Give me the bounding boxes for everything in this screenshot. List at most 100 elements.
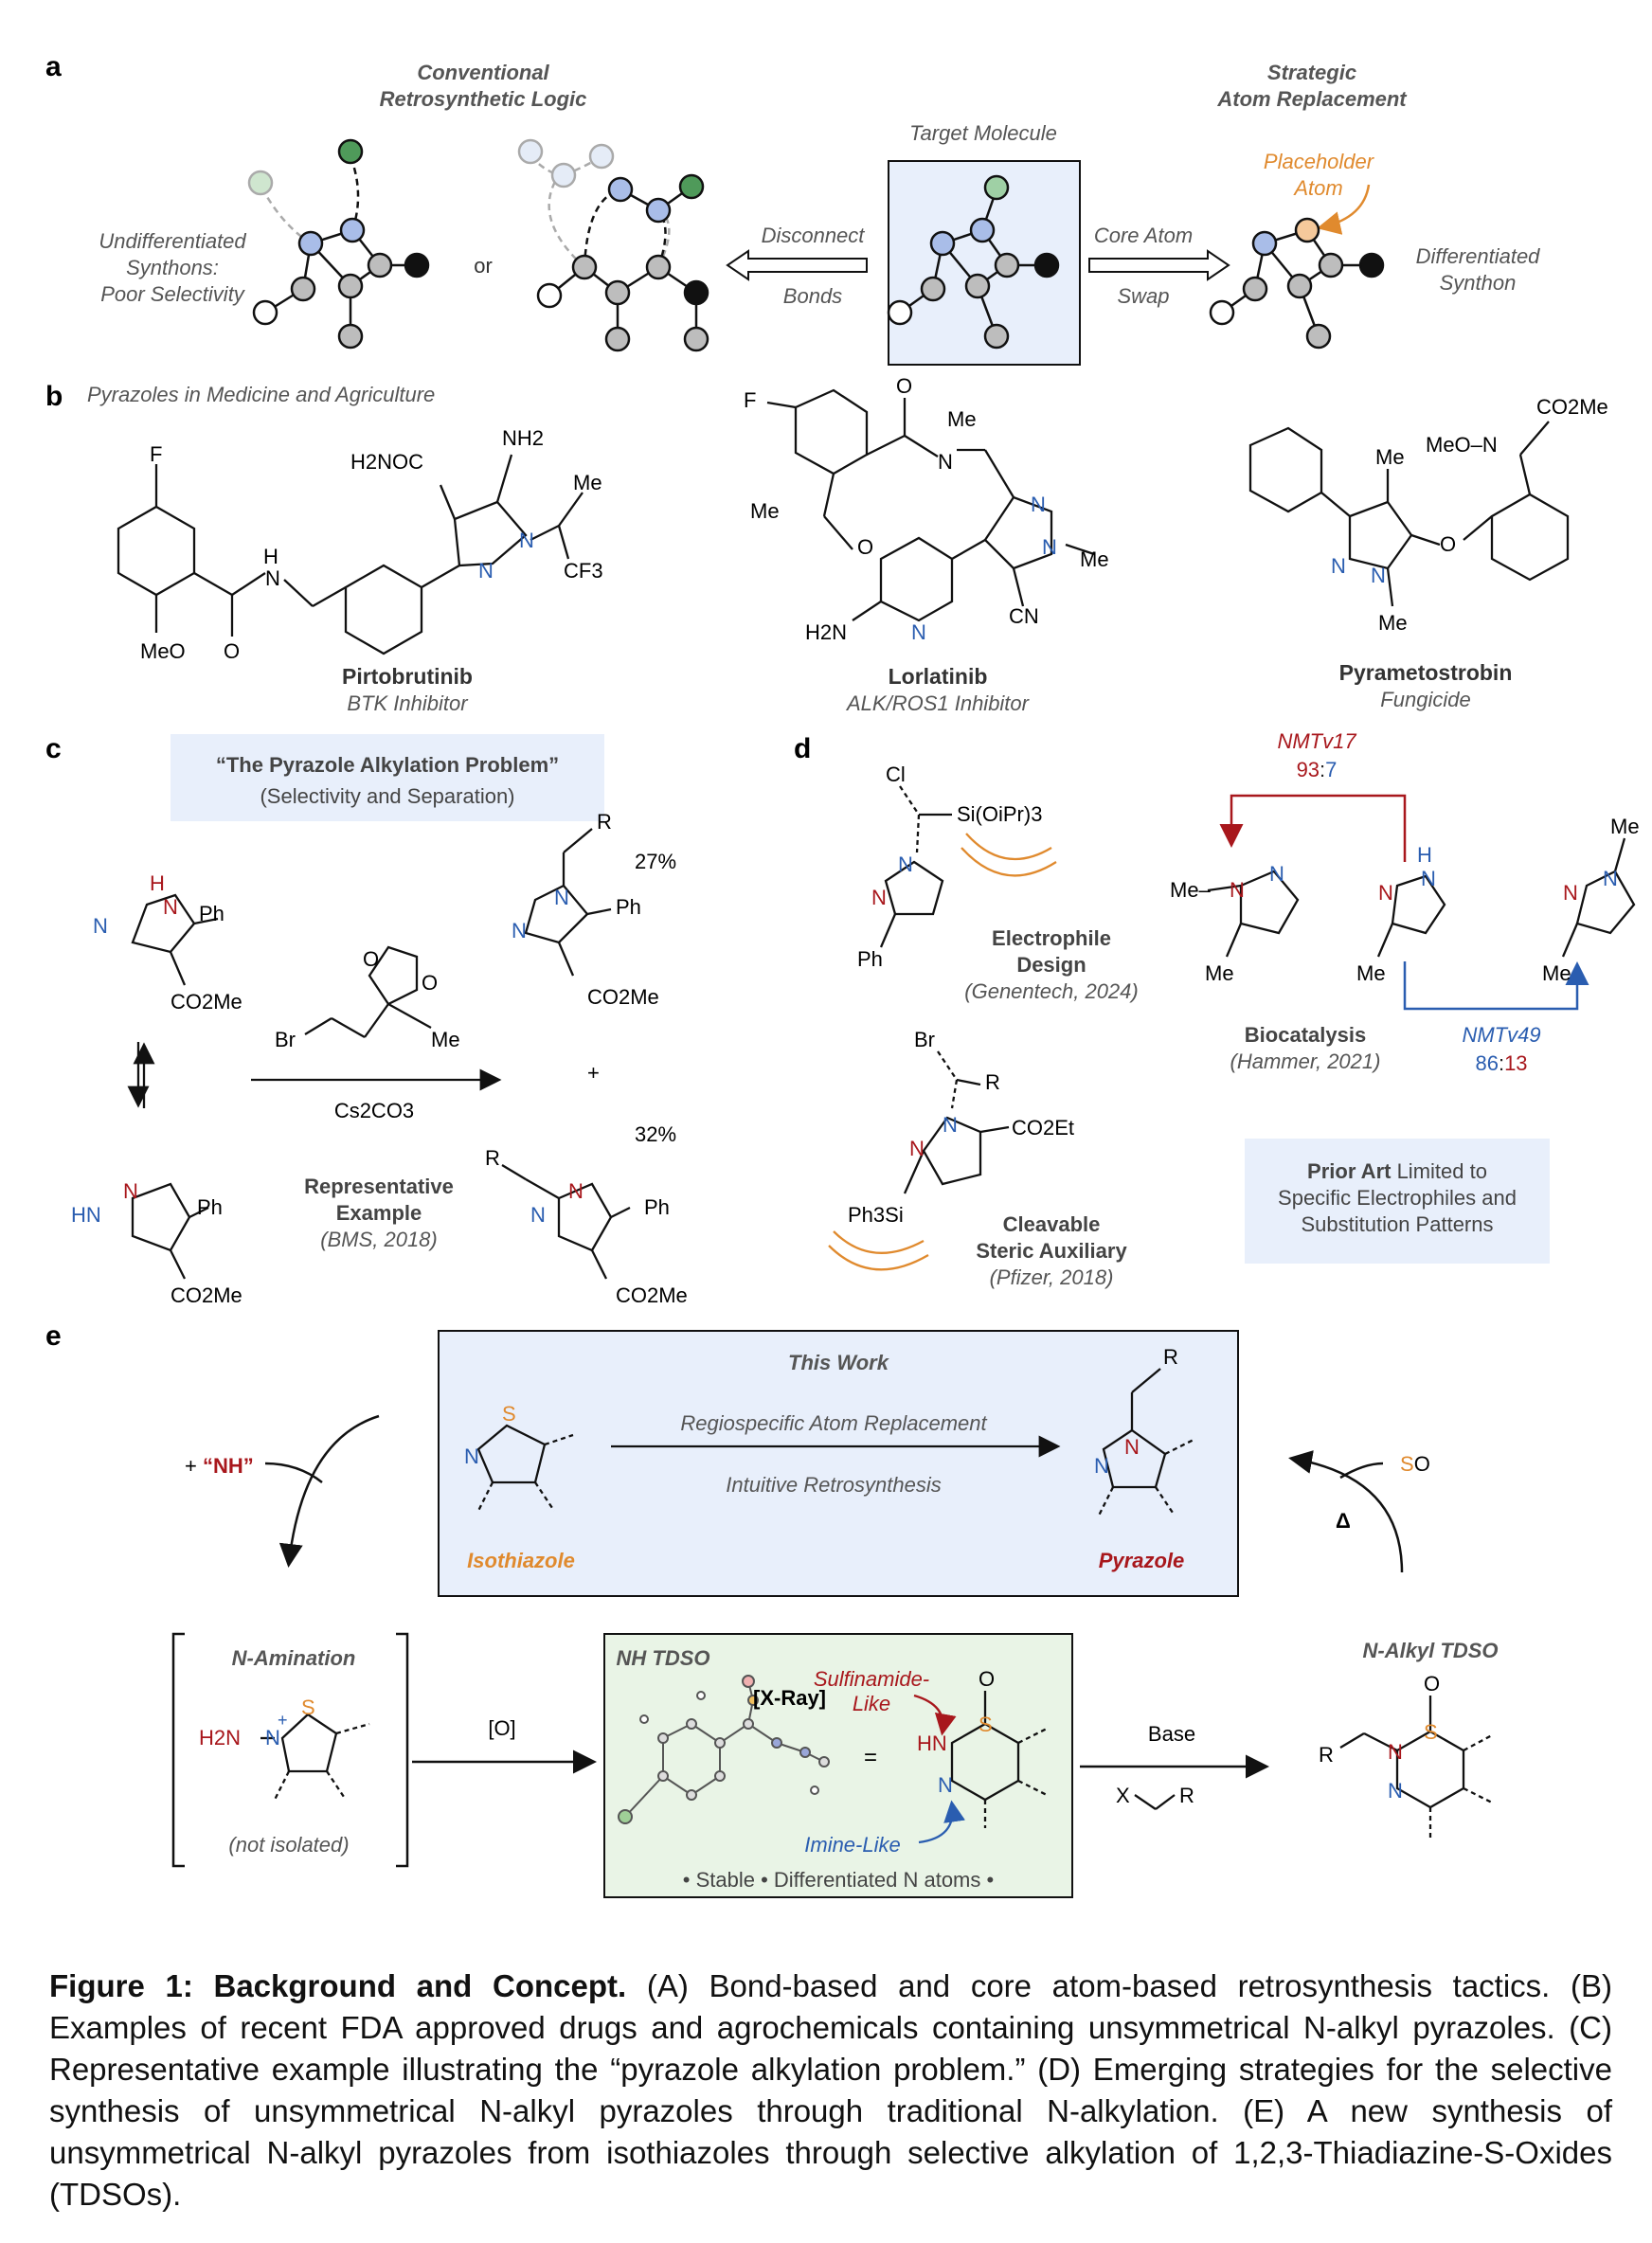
tdso-HN: HN xyxy=(917,1732,947,1755)
panel-letter-e: e xyxy=(45,1320,62,1352)
c-structures xyxy=(127,828,631,1280)
or-label: or xyxy=(474,254,493,278)
pyrametostrobin-use: Fungicide xyxy=(1380,688,1470,711)
so-O: O xyxy=(1414,1452,1430,1476)
panel-letter-b: b xyxy=(45,381,63,412)
c-dioxolane-O1: O xyxy=(363,947,379,971)
pyra-N2: N xyxy=(1371,564,1386,587)
bonds-label: Bonds xyxy=(783,284,842,308)
d-elec-3: (Genentech, 2024) xyxy=(964,979,1138,1003)
d-Nb1: N xyxy=(1421,867,1436,890)
d-Cl: Cl xyxy=(886,763,906,786)
panel-c: c “The Pyrazole Alkylation Problem” (Sel… xyxy=(45,733,688,1307)
synthon-graph-middle xyxy=(517,138,709,352)
lorl-N: N xyxy=(938,450,953,474)
d-ratio2-b: 13 xyxy=(1504,1051,1527,1075)
caption-text: (A) Bond-based and core atom-based retro… xyxy=(49,1968,1612,2212)
pyra-CO2Me: CO2Me xyxy=(1536,395,1608,419)
c-CO2Me-4: CO2Me xyxy=(616,1283,688,1307)
c-CO2Me-1: CO2Me xyxy=(171,990,242,1014)
pirtobrutinib-use: BTK Inhibitor xyxy=(347,691,469,715)
pyra-O: O xyxy=(1440,532,1456,556)
prior-art-3: Substitution Patterns xyxy=(1301,1212,1493,1236)
panel-letter-d: d xyxy=(794,733,811,764)
lorlatinib-name: Lorlatinib xyxy=(889,664,988,689)
lorl-Me-top: Me xyxy=(947,407,977,431)
lorl-N1: N xyxy=(1031,493,1046,516)
this-work-title: This Work xyxy=(788,1351,890,1374)
xray-label: [X-Ray] xyxy=(753,1686,826,1710)
c-pct-27: 27% xyxy=(635,850,676,873)
c-N2-prod2: N xyxy=(568,1179,584,1203)
right-title-2: Atom Replacement xyxy=(1216,87,1408,111)
c-rep-2: Example xyxy=(336,1201,422,1225)
isothiazole-label: Isothiazole xyxy=(467,1549,575,1572)
d-Me-a: Me– xyxy=(1170,878,1212,902)
c-N-prod1: N xyxy=(554,886,569,909)
nh-tdso-box xyxy=(603,1633,1073,1898)
sulf-label-2: Like xyxy=(853,1692,890,1715)
d-ratio2-a: 86 xyxy=(1475,1051,1498,1075)
left-title-1: Conventional xyxy=(417,61,549,84)
placeholder-label-2: Atom xyxy=(1292,176,1342,200)
left-title-2: Retrosynthetic Logic xyxy=(380,87,587,111)
equals-sign: = xyxy=(864,1745,877,1770)
sulf-arrow xyxy=(913,1694,957,1736)
d-Nc2: N xyxy=(1563,881,1578,905)
c-plus: + xyxy=(587,1061,600,1085)
delta-label: Δ xyxy=(1336,1509,1351,1533)
panel-e: e This Work S N Regiospecific Atom Repla… xyxy=(45,1320,1499,1898)
c-Br: Br xyxy=(275,1028,296,1051)
c-HN: HN xyxy=(71,1203,101,1227)
d-enzyme1: NMTv17 xyxy=(1277,729,1356,753)
xray-structure xyxy=(618,1675,830,1824)
d-H: H xyxy=(1417,843,1432,867)
imine-label: Imine-Like xyxy=(804,1833,900,1857)
diff-label-2: Synthon xyxy=(1440,271,1517,295)
d-Me-c: Me xyxy=(1542,961,1571,985)
pyrazole-N1: N xyxy=(1124,1435,1140,1459)
c-Ph-1: Ph xyxy=(199,902,224,925)
d-Nb2: N xyxy=(1378,881,1393,905)
prior-art-2: Specific Electrophiles and xyxy=(1278,1186,1517,1210)
tdso-O: O xyxy=(979,1667,995,1691)
d-N1: N xyxy=(898,852,913,876)
nh-plus: + xyxy=(185,1454,203,1478)
this-work-box xyxy=(438,1330,1239,1597)
sulf-label-1: Sulfinamide- xyxy=(814,1667,929,1691)
so-byproduct: SO xyxy=(1400,1452,1430,1476)
c-N-top: N xyxy=(163,895,178,919)
d-cleav-2: Steric Auxiliary xyxy=(976,1239,1127,1263)
c-Ph-4: Ph xyxy=(644,1195,670,1219)
disconnect-label: Disconnect xyxy=(762,224,866,247)
pirtobrutinib-name: Pirtobrutinib xyxy=(342,664,473,689)
pyrazole-problem-box xyxy=(171,734,604,821)
amination-structure xyxy=(260,1713,370,1801)
c-rep-1: Representative xyxy=(304,1175,454,1198)
amination-H2N: H2N xyxy=(199,1726,241,1750)
d-bio-2: (Hammer, 2021) xyxy=(1230,1050,1381,1073)
c-R-bottom: R xyxy=(485,1146,500,1170)
d-R: R xyxy=(985,1070,1000,1094)
isothiazole-N: N xyxy=(464,1444,479,1468)
alkyl-tdso-N1: N xyxy=(1388,1740,1403,1764)
alkyl-X: X xyxy=(1116,1784,1130,1807)
d-N3: N xyxy=(943,1113,958,1137)
amination-title: N-Amination xyxy=(232,1646,356,1670)
d-ratio1-b: 7 xyxy=(1325,758,1337,781)
pyrazole-problem-title: “The Pyrazole Alkylation Problem” xyxy=(216,753,559,777)
c-CO2Me-2: CO2Me xyxy=(171,1283,242,1307)
pirto-F: F xyxy=(150,442,162,466)
lorl-N2: N xyxy=(1042,535,1057,559)
lorl-O: O xyxy=(896,374,912,398)
d-Ph: Ph xyxy=(857,947,883,971)
pirto-O: O xyxy=(224,639,240,663)
stable-label: • Stable • Differentiated N atoms • xyxy=(683,1868,994,1892)
amination-N: N xyxy=(265,1726,280,1750)
panel-letter-c: c xyxy=(45,733,62,764)
pyrazole-N2: N xyxy=(1094,1454,1109,1478)
d-ratio1-a: 93 xyxy=(1297,758,1320,781)
c-base: Cs2CO3 xyxy=(334,1099,414,1122)
pyrazole-problem-sub: (Selectivity and Separation) xyxy=(260,784,514,808)
alkyl-tdso-O: O xyxy=(1424,1672,1440,1696)
